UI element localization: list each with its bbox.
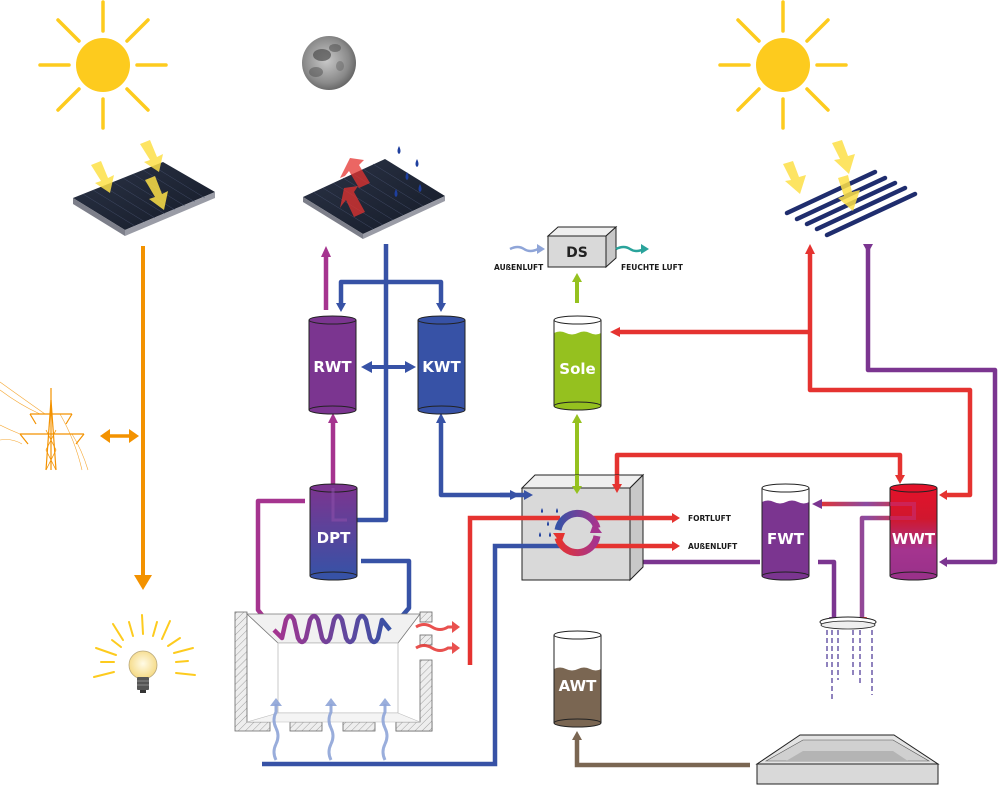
tank-label-sole: Sole (559, 360, 595, 378)
fortluft-label: FORTLUFT (688, 514, 732, 523)
basin-icon[interactable] (755, 734, 940, 785)
moon-icon (302, 36, 356, 90)
aussenluft-label: AUßENLUFT (688, 542, 738, 551)
ds-output-label: FEUCHTE LUFT (621, 263, 684, 272)
tank-wwt[interactable]: WWT (889, 483, 938, 581)
shower-icon[interactable] (819, 616, 877, 700)
tank-label-dpt: DPT (317, 529, 351, 547)
heat-out-arrow-icon (415, 623, 452, 652)
tank-label-fwt: FWT (767, 530, 805, 548)
exhaust-air-line (467, 513, 680, 665)
sun-icon (38, 0, 168, 130)
power-pylon-icon (0, 381, 89, 471)
humid-air-arrow-icon (615, 244, 649, 254)
tank-label-awt: AWT (559, 677, 597, 695)
cooling-coil (272, 613, 392, 645)
light-bulb-icon (93, 614, 196, 693)
ds-input-label: AUßENLUFT (494, 263, 544, 272)
heat-exchanger-box[interactable] (520, 473, 645, 582)
tank-sole[interactable]: Sole (553, 315, 602, 411)
tank-kwt[interactable]: KWT (417, 315, 466, 415)
rotary-heat-wheel-icon (553, 509, 602, 557)
air-in-arrow-icon (272, 704, 389, 761)
solar-panel-icon (73, 162, 215, 236)
solar-panel-icon (303, 159, 445, 239)
water-drops-icon (539, 508, 558, 537)
sun-icon (718, 0, 848, 130)
tank-rwt[interactable]: RWT (308, 315, 357, 415)
wastewater-line (572, 731, 750, 768)
outside-air-line (262, 541, 680, 767)
ds-label: DS (566, 245, 588, 261)
heat-radiation-arrow-icon (340, 158, 370, 217)
tank-label-rwt: RWT (313, 358, 352, 376)
electric-line (100, 246, 152, 590)
outside-air-arrow-icon (509, 244, 545, 254)
tank-label-wwt: WWT (892, 530, 936, 548)
sunlight-arrow-icon (91, 140, 168, 210)
pipes (255, 244, 520, 632)
tank-awt[interactable]: AWT (553, 630, 602, 728)
tank-label-kwt: KWT (422, 358, 461, 376)
dehumidifier-box[interactable]: DS (546, 225, 618, 269)
tank-fwt[interactable]: FWT (761, 483, 810, 581)
sunlight-arrow-icon (783, 140, 860, 211)
dew-drops-icon (394, 146, 422, 197)
